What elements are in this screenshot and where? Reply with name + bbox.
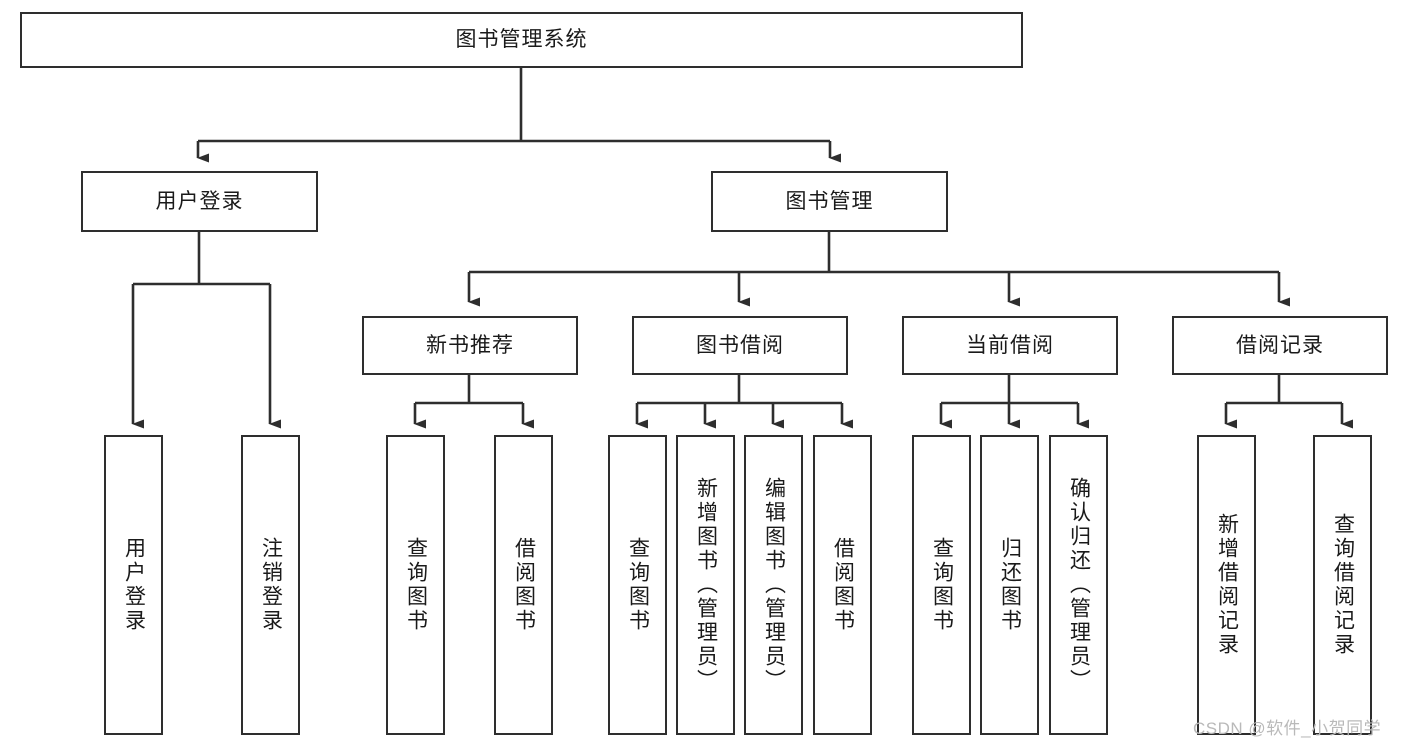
node-user-login[interactable]: 用户登录: [81, 171, 318, 232]
node-leaf-query-book-current[interactable]: 查询图书: [912, 435, 971, 735]
node-label: 确认归还（管理员）: [1067, 477, 1091, 693]
node-current-borrow[interactable]: 当前借阅: [902, 316, 1118, 375]
node-leaf-query-book-recommend[interactable]: 查询图书: [386, 435, 445, 735]
node-leaf-logout[interactable]: 注销登录: [241, 435, 300, 735]
node-label: 查询图书: [930, 537, 954, 633]
node-book-management[interactable]: 图书管理: [711, 171, 948, 232]
node-label: 用户登录: [155, 189, 244, 213]
node-label: 借阅记录: [1236, 333, 1324, 357]
node-label: 查询图书: [626, 537, 650, 633]
node-leaf-borrow-book[interactable]: 借阅图书: [813, 435, 872, 735]
node-label: 查询图书: [404, 537, 428, 633]
node-label: 新增借阅记录: [1215, 513, 1239, 657]
node-label: 借阅图书: [512, 537, 536, 633]
node-label: 图书管理系统: [455, 28, 588, 52]
node-leaf-borrow-book-recommend[interactable]: 借阅图书: [494, 435, 553, 735]
node-label: 用户登录: [122, 537, 146, 633]
node-borrow-record[interactable]: 借阅记录: [1172, 316, 1388, 375]
node-leaf-add-book-admin[interactable]: 新增图书（管理员）: [676, 435, 735, 735]
node-label: 新书推荐: [426, 333, 514, 357]
node-leaf-add-borrow-record[interactable]: 新增借阅记录: [1197, 435, 1256, 735]
node-label: 归还图书: [998, 537, 1022, 633]
node-leaf-edit-book-admin[interactable]: 编辑图书（管理员）: [744, 435, 803, 735]
node-label: 当前借阅: [966, 333, 1054, 357]
node-leaf-user-login[interactable]: 用户登录: [104, 435, 163, 735]
node-label: 编辑图书（管理员）: [762, 477, 786, 693]
node-label: 注销登录: [259, 537, 283, 633]
node-label: 图书管理: [785, 189, 874, 213]
node-book-management-system[interactable]: 图书管理系统: [20, 12, 1023, 68]
node-new-book-recommend[interactable]: 新书推荐: [362, 316, 578, 375]
node-leaf-return-book[interactable]: 归还图书: [980, 435, 1039, 735]
node-label: 图书借阅: [696, 333, 784, 357]
node-label: 查询借阅记录: [1331, 513, 1355, 657]
node-label: 新增图书（管理员）: [694, 477, 718, 693]
node-book-borrow[interactable]: 图书借阅: [632, 316, 848, 375]
node-leaf-query-borrow-record[interactable]: 查询借阅记录: [1313, 435, 1372, 735]
node-leaf-confirm-return-admin[interactable]: 确认归还（管理员）: [1049, 435, 1108, 735]
node-label: 借阅图书: [831, 537, 855, 633]
node-leaf-query-book-borrow[interactable]: 查询图书: [608, 435, 667, 735]
